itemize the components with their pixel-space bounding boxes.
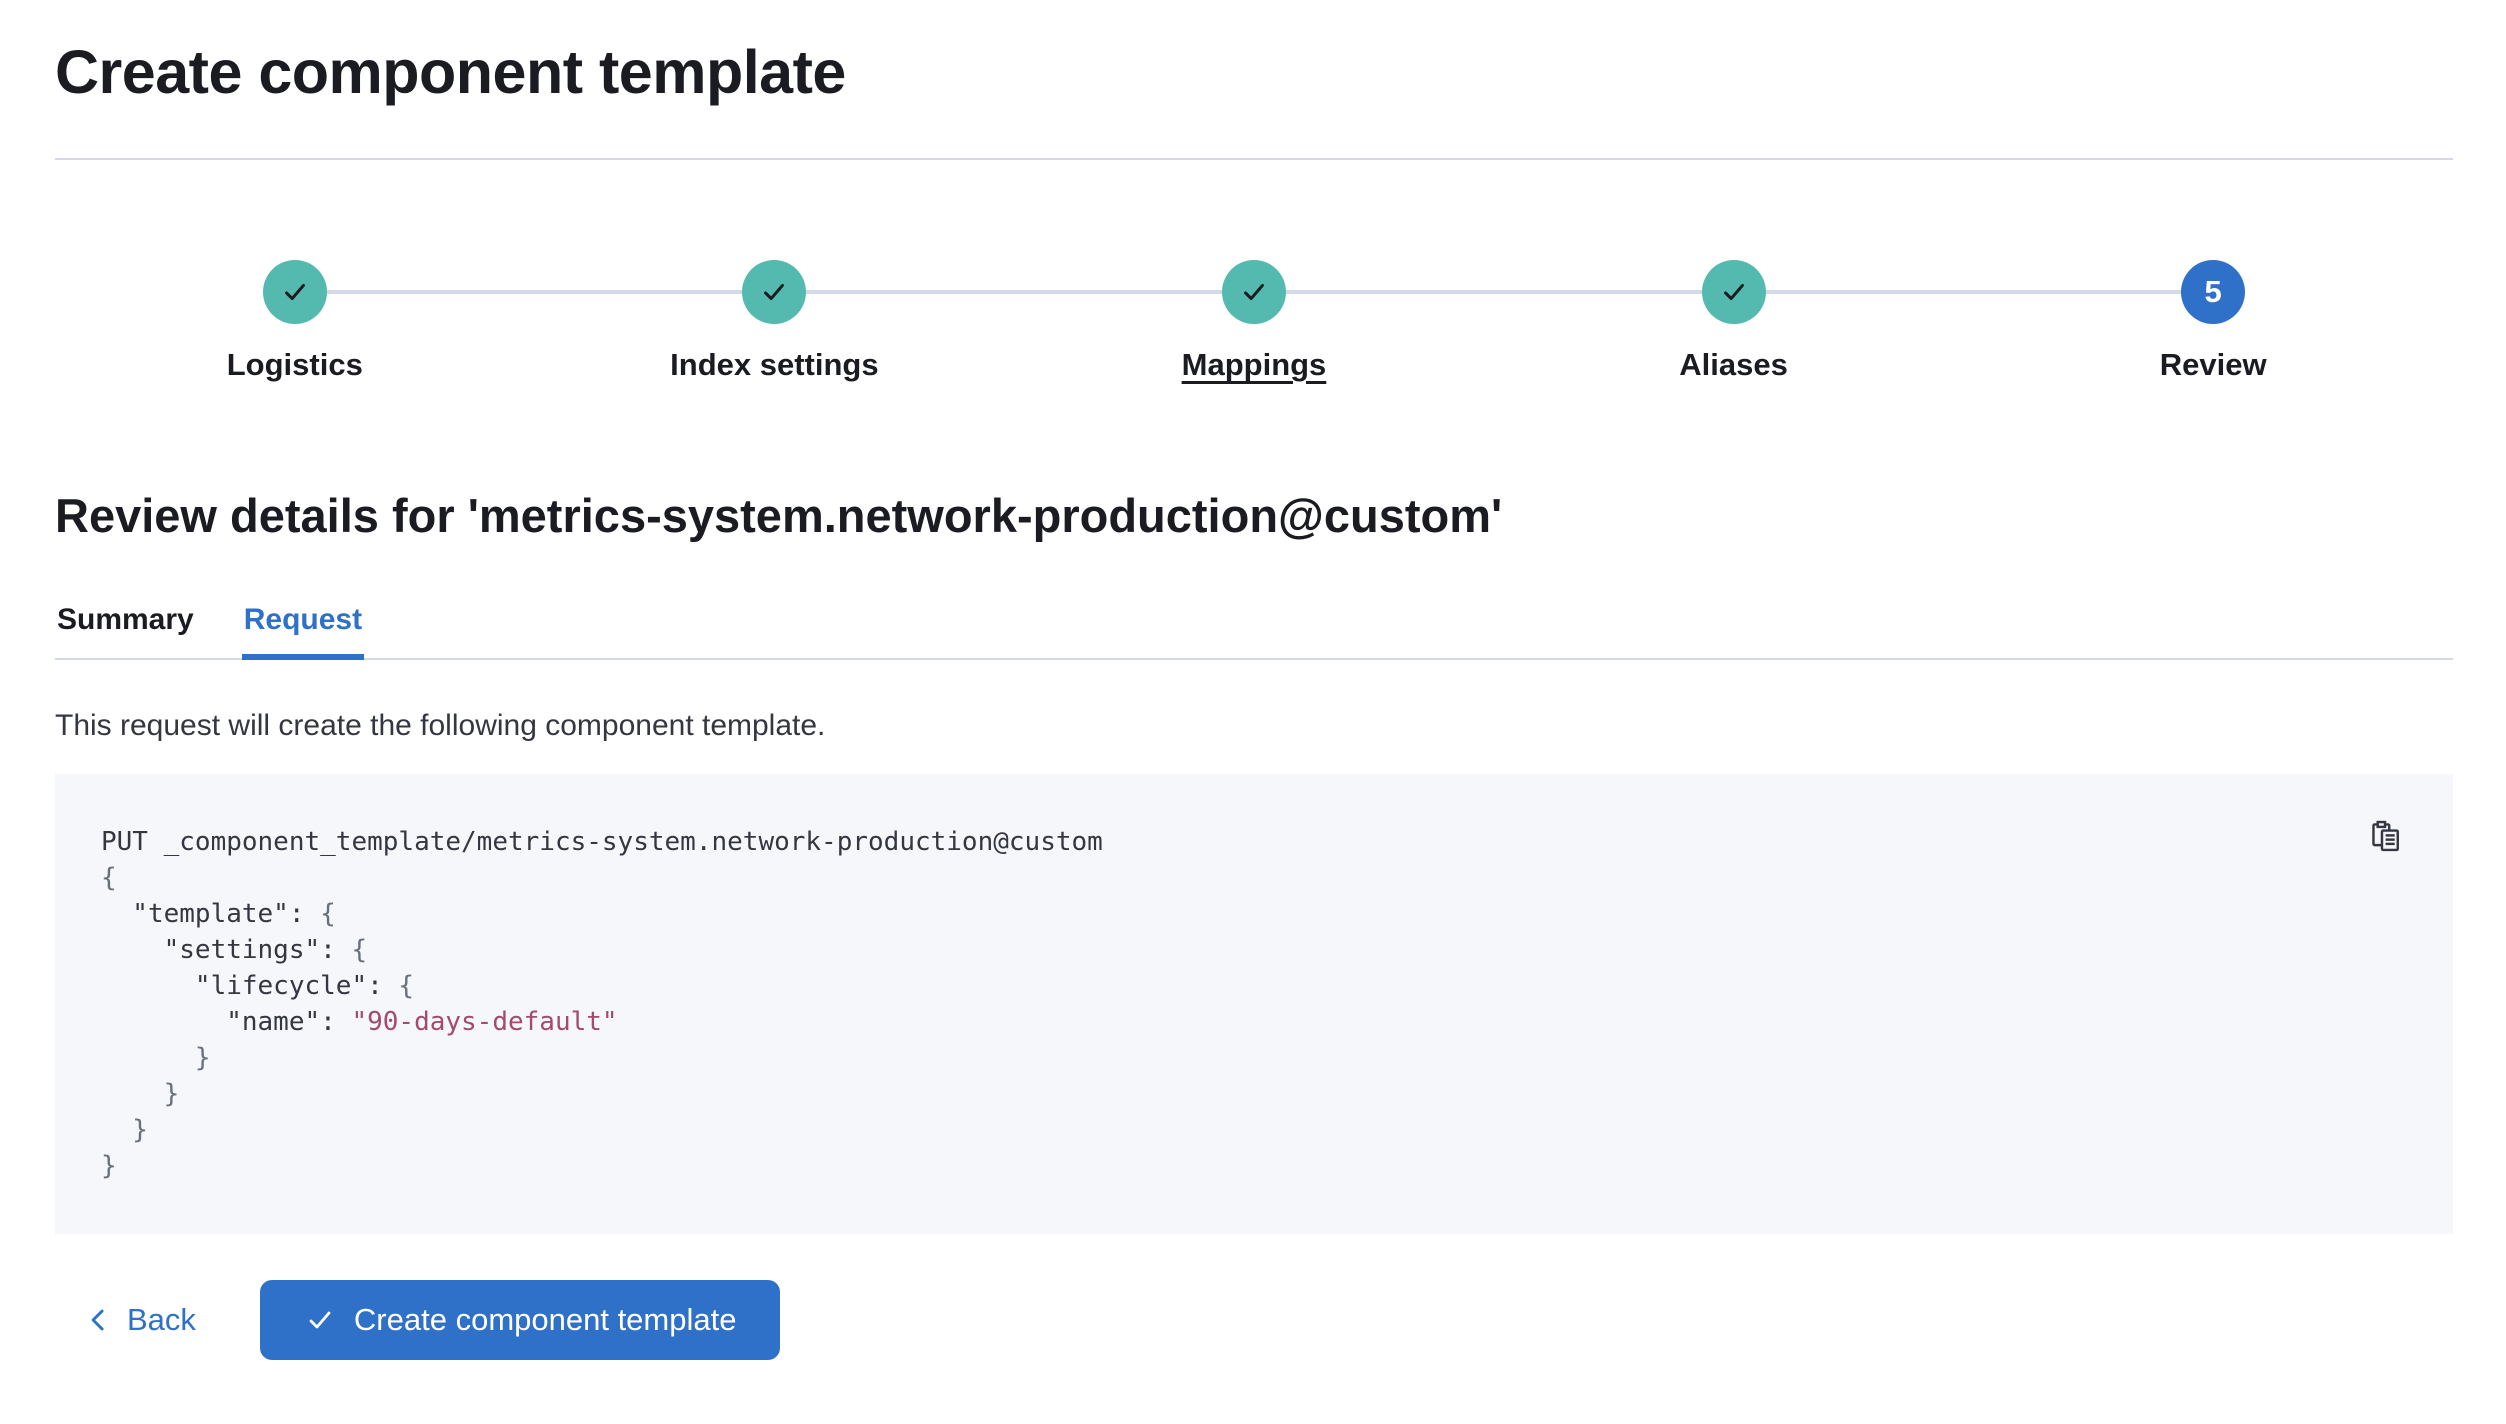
- check-icon: [1723, 283, 1744, 301]
- step-label: Review: [2159, 347, 2267, 382]
- tab-summary[interactable]: Summary: [55, 602, 196, 658]
- code-line: PUT _component_template/metrics-system.n…: [101, 827, 1103, 857]
- code-line: }: [101, 1115, 148, 1145]
- step-label: Mappings: [1181, 347, 1327, 382]
- step-complete-circle: [262, 260, 327, 324]
- copy-clipboard-icon: [2372, 820, 2399, 852]
- step-current-circle: 5: [2181, 260, 2246, 324]
- create-button-label: Create component template: [353, 1302, 737, 1337]
- code-line: "template": {: [101, 899, 336, 929]
- check-icon: [1244, 283, 1264, 301]
- code-line: {: [101, 863, 117, 893]
- step-label: Logistics: [226, 347, 363, 382]
- stepper-step-aliases[interactable]: Aliases: [1494, 260, 1974, 384]
- request-description: This request will create the following c…: [55, 709, 826, 742]
- stepper-step-mappings[interactable]: Mappings: [1014, 260, 1494, 384]
- step-complete-circle: [1701, 260, 1766, 324]
- copy-button[interactable]: [2363, 814, 2407, 858]
- code-line: "name": "90-days-default": [101, 1007, 618, 1037]
- code-line: }: [101, 1151, 117, 1181]
- wizard-footer: Back Create component template: [55, 1280, 2453, 1360]
- review-heading: Review details for 'metrics-system.netwo…: [55, 489, 1503, 542]
- back-button[interactable]: Back: [55, 1280, 226, 1360]
- back-button-label: Back: [127, 1302, 196, 1337]
- step-complete-circle: [1221, 260, 1286, 324]
- tab-request[interactable]: Request: [241, 602, 365, 660]
- check-icon: [284, 283, 305, 301]
- check-icon: [764, 283, 785, 301]
- chevron-left-icon: [91, 1309, 104, 1331]
- stepper-step-logistics[interactable]: Logistics: [55, 260, 535, 384]
- stepper-step-index-settings[interactable]: Index settings: [535, 260, 1015, 384]
- request-code: PUT _component_template/metrics-system.n…: [101, 824, 2407, 1184]
- check-icon: [309, 1311, 331, 1329]
- step-label: Aliases: [1679, 347, 1788, 382]
- code-line: "settings": {: [101, 935, 368, 965]
- create-component-template-wizard: Create component template Logistics Index…: [0, 36, 2506, 1360]
- request-code-block: PUT _component_template/metrics-system.n…: [55, 774, 2453, 1234]
- review-tabs: Summary Request: [55, 602, 2453, 660]
- step-complete-circle: [742, 260, 807, 324]
- code-line: "lifecycle": {: [101, 971, 415, 1001]
- title-divider: [55, 158, 2453, 160]
- code-line: }: [101, 1043, 211, 1073]
- page-title: Create component template: [55, 38, 846, 106]
- create-component-template-button[interactable]: Create component template: [259, 1280, 781, 1360]
- step-label: Index settings: [670, 347, 879, 382]
- code-line: }: [101, 1079, 180, 1109]
